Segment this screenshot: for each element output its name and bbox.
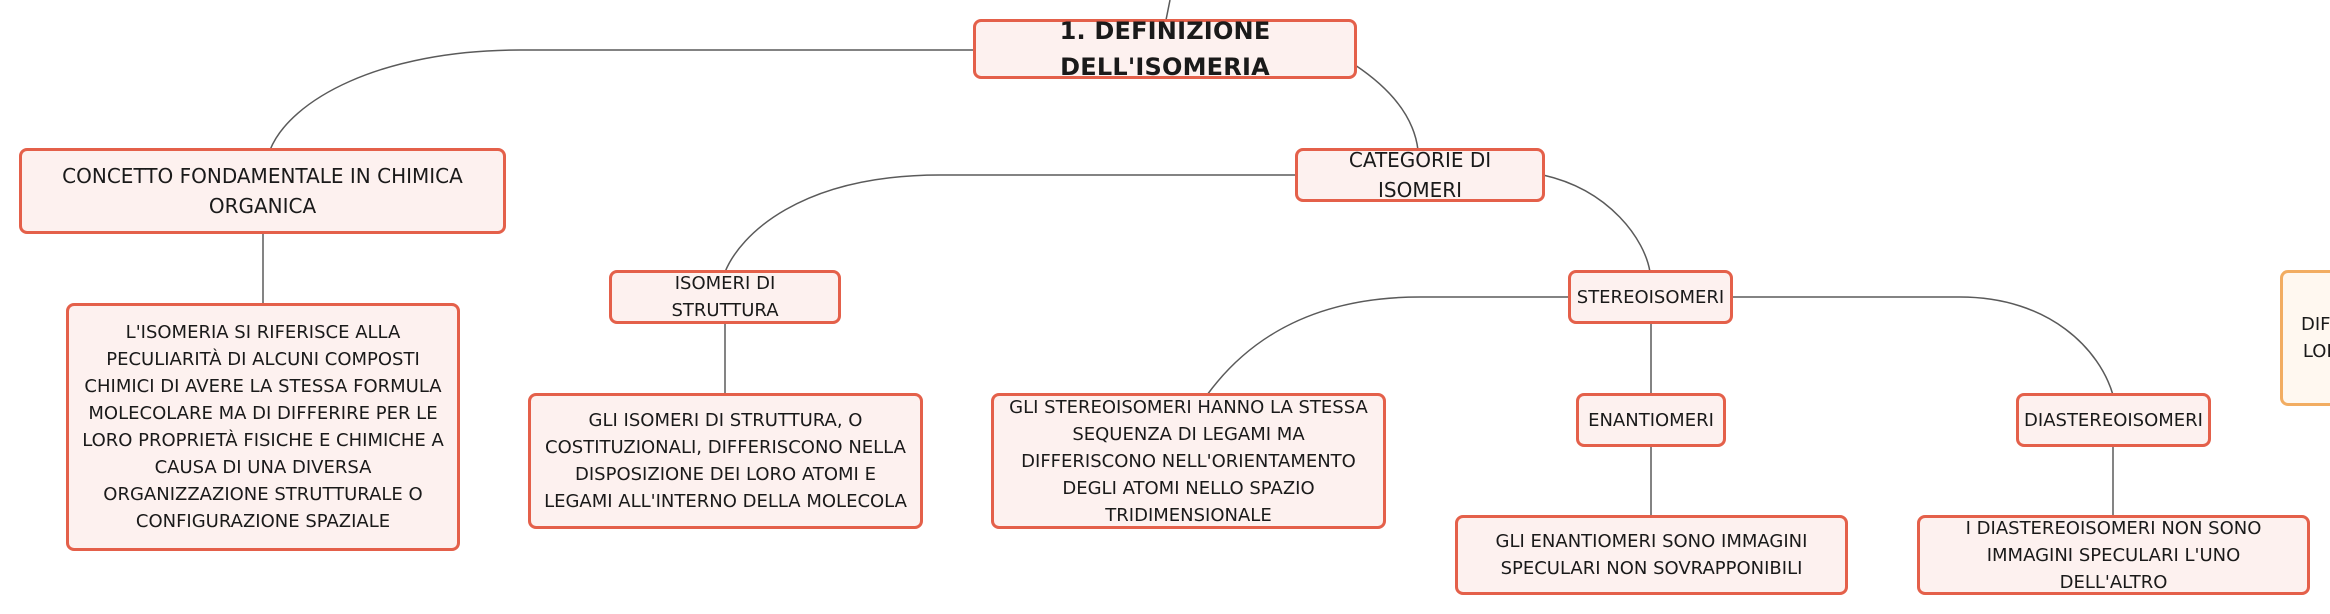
connector-top	[1165, 0, 1171, 21]
offscreen-node[interactable]: DIFF LOR	[2280, 270, 2330, 406]
diastereo-node[interactable]: DIASTEREOISOMERI	[2016, 393, 2211, 447]
struttura-desc-node[interactable]: GLI ISOMERI DI STRUTTURA, O COSTITUZIONA…	[528, 393, 923, 529]
diastereo-desc-node[interactable]: I DIASTEREOISOMERI NON SONO IMMAGINI SPE…	[1917, 515, 2310, 595]
connector-root-concetto	[269, 49, 975, 151]
struttura-node[interactable]: ISOMERI DI STRUTTURA	[609, 270, 841, 324]
concetto-desc-node[interactable]: L'ISOMERIA SI RIFERISCE ALLA PECULIARITÀ…	[66, 303, 460, 551]
root-node[interactable]: 1. DEFINIZIONE DELL'ISOMERIA	[973, 17, 1357, 81]
connector-root-categorie	[1354, 64, 1419, 151]
enantiomeri-node[interactable]: ENANTIOMERI	[1576, 393, 1726, 447]
concetto-node[interactable]: CONCETTO FONDAMENTALE IN CHIMICA ORGANIC…	[19, 148, 506, 234]
categorie-node[interactable]: CATEGORIE DI ISOMERI	[1295, 148, 1545, 202]
connector-categorie-struttura	[724, 174, 1297, 273]
connector-stereo-diastereo	[1731, 296, 2114, 396]
connector-stereo-stereodesc	[1206, 296, 1570, 396]
connector-categorie-stereo	[1542, 174, 1651, 273]
stereo-node[interactable]: STEREOISOMERI	[1568, 270, 1733, 324]
stereo-desc-node[interactable]: GLI STEREOISOMERI HANNO LA STESSA SEQUEN…	[991, 393, 1386, 529]
enantiomeri-desc-node[interactable]: GLI ENANTIOMERI SONO IMMAGINI SPECULARI …	[1455, 515, 1848, 595]
